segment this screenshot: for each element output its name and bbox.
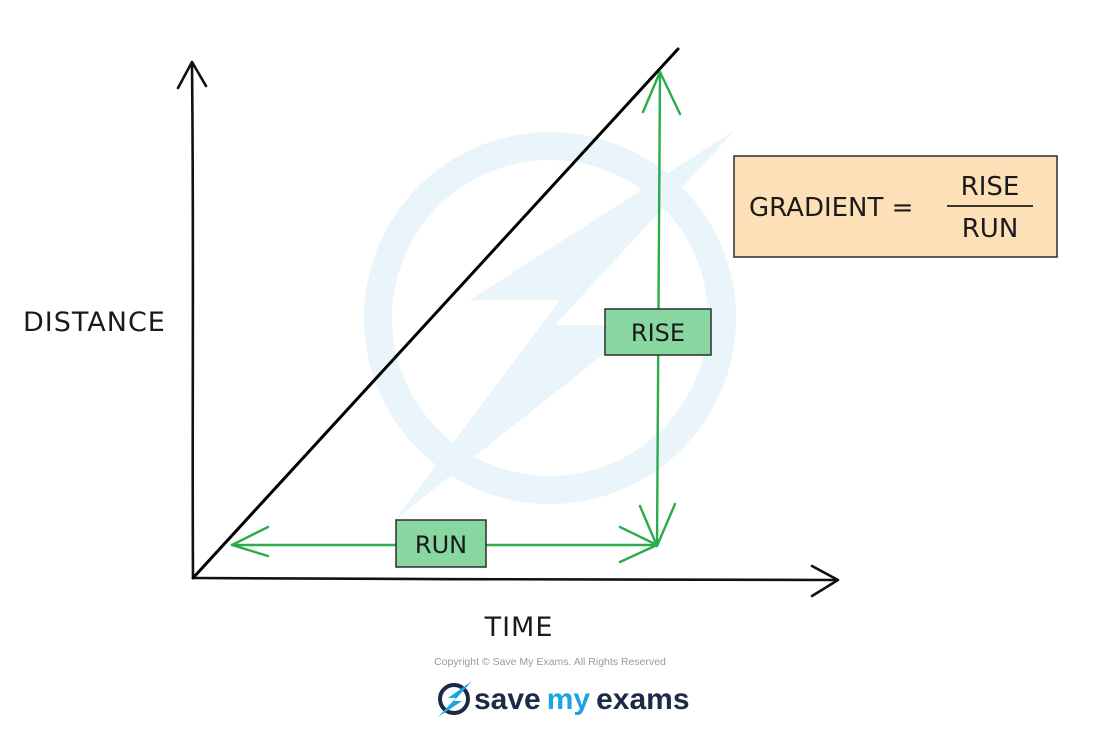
copyright-text: Copyright © Save My Exams. All Rights Re… <box>434 656 666 668</box>
brand-my: my <box>547 683 591 716</box>
formula-denominator: RUN <box>962 214 1019 244</box>
graph-line <box>191 47 680 580</box>
x-axis <box>191 564 840 598</box>
y-axis-label: DISTANCE <box>23 307 166 338</box>
brand-save: save <box>474 683 541 716</box>
y-axis <box>176 60 208 580</box>
rise-label: RISE <box>631 319 685 347</box>
brand-exams: exams <box>596 683 689 716</box>
formula-lhs: GRADIENT = <box>749 193 913 223</box>
x-axis-label: TIME <box>484 612 554 643</box>
rise-label-box: RISE <box>604 308 712 356</box>
formula-box: GRADIENT = RISE RUN <box>733 155 1058 258</box>
formula-numerator: RISE <box>961 172 1020 202</box>
watermark-logo-icon <box>364 130 736 520</box>
run-label: RUN <box>415 531 467 559</box>
lightning-logo-icon <box>438 681 472 717</box>
run-label-box: RUN <box>395 519 487 568</box>
